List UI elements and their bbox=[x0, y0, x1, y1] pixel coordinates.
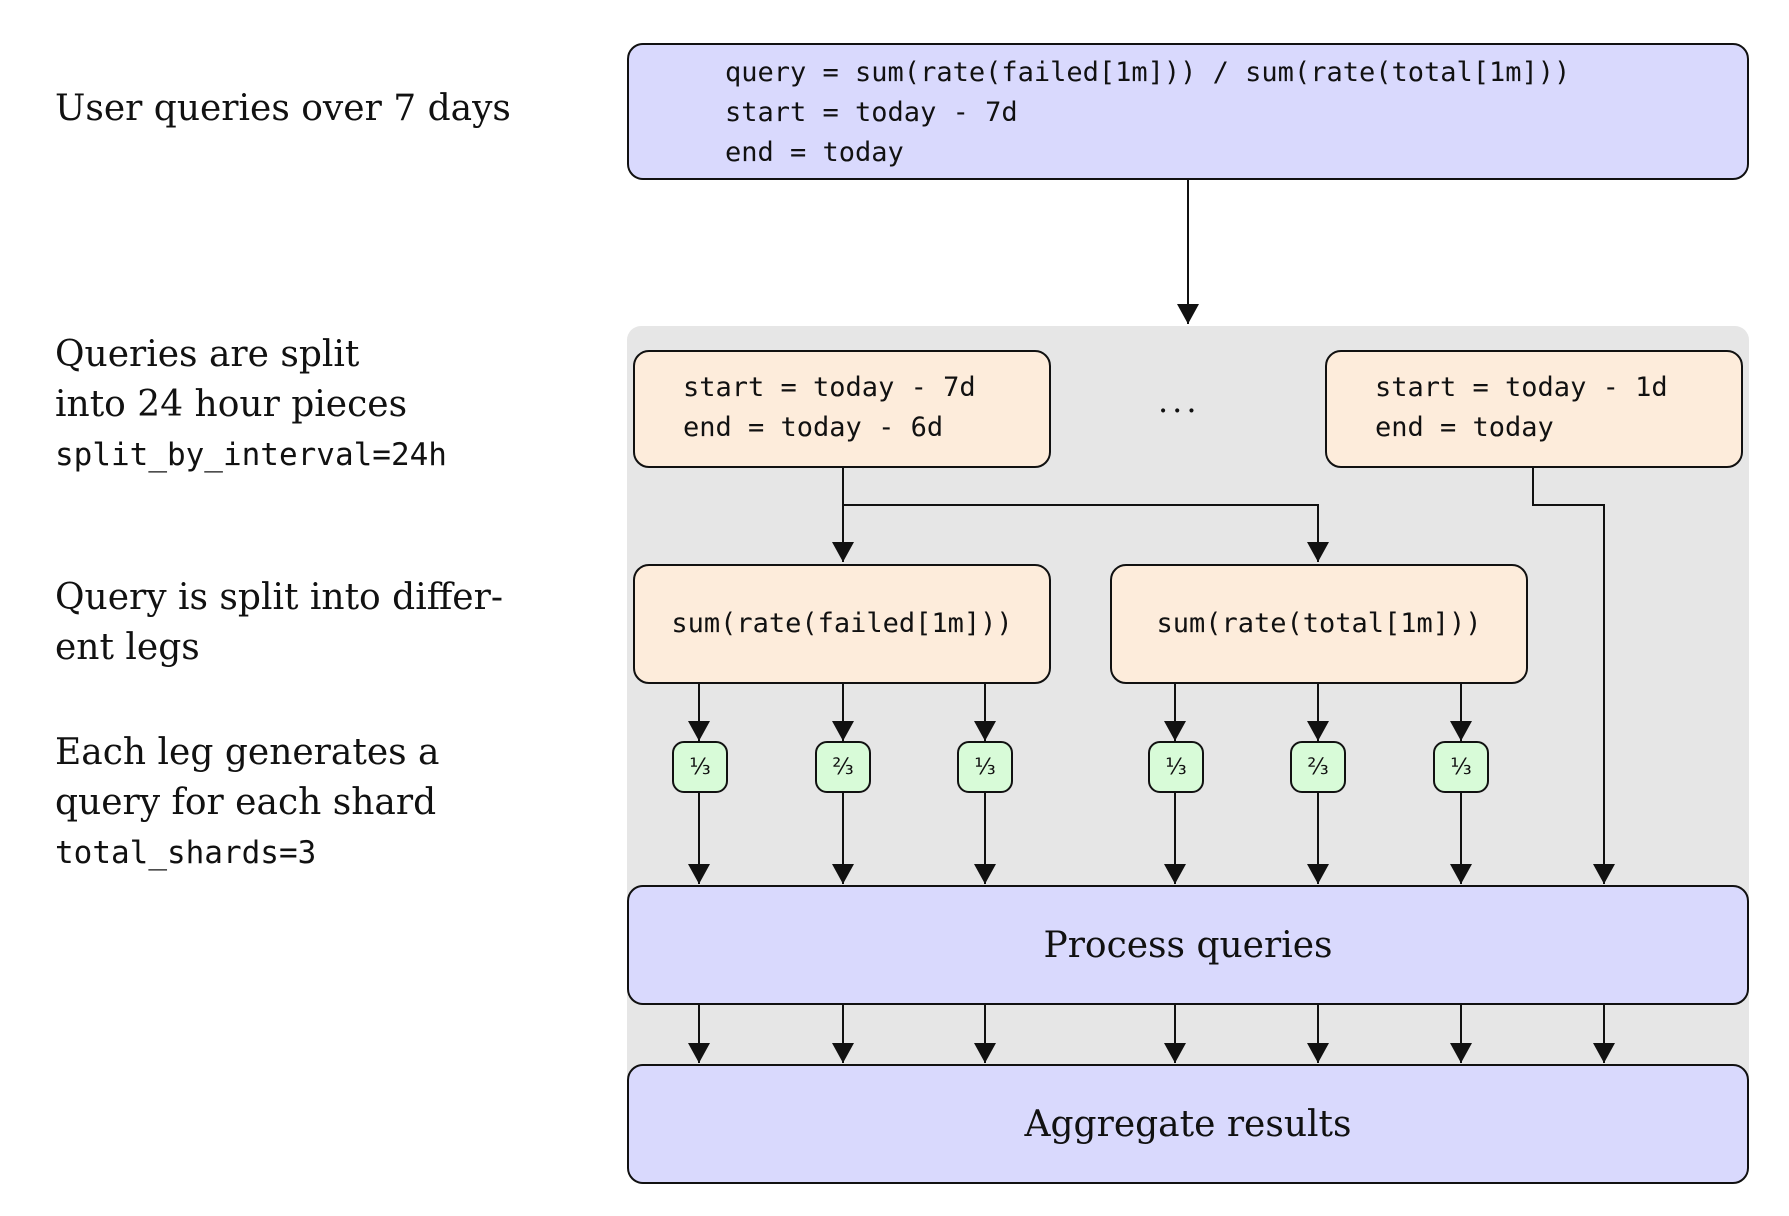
top-query-box: query = sum(rate(failed[1m])) / sum(rate… bbox=[627, 43, 1749, 180]
label-line: into 24 hour pieces bbox=[55, 384, 408, 425]
code-line: end = today bbox=[725, 137, 904, 168]
interval-ellipsis: ... bbox=[1158, 382, 1201, 420]
label-line: Query is split into differ- bbox=[55, 577, 503, 618]
shard-box: ⅓ bbox=[1148, 741, 1204, 793]
label-shards: Each leg generates a query for each shar… bbox=[55, 728, 440, 878]
leg-box-total: sum(rate(total[1m])) bbox=[1110, 564, 1528, 684]
label-line: query for each shard bbox=[55, 782, 437, 823]
label-split-legs: Query is split into differ- ent legs bbox=[55, 573, 503, 673]
label-split-interval: Queries are split into 24 hour pieces sp… bbox=[55, 330, 447, 480]
label-line: Queries are split bbox=[55, 334, 360, 375]
shard-box: ⅓ bbox=[672, 741, 728, 793]
leg-box-failed: sum(rate(failed[1m])) bbox=[633, 564, 1051, 684]
interval-box-last: start = today - 1d end = today bbox=[1325, 350, 1743, 468]
shard-fraction: ⅓ bbox=[1165, 754, 1187, 780]
arrow-first-interval-to-total-leg bbox=[843, 504, 1329, 562]
shard-fraction: ⅓ bbox=[689, 754, 711, 780]
shard-fraction: ⅔ bbox=[1307, 754, 1329, 780]
label-parameter: split_by_interval=24h bbox=[55, 437, 447, 473]
code-line: start = today - 7d bbox=[725, 97, 1018, 128]
shard-fraction: ⅔ bbox=[832, 754, 854, 780]
process-queries-box: Process queries bbox=[627, 885, 1749, 1005]
process-label: Process queries bbox=[1043, 924, 1333, 966]
label-user-queries: User queries over 7 days bbox=[55, 84, 511, 134]
label-line: Each leg generates a bbox=[55, 732, 440, 773]
code-line: query = sum(rate(failed[1m])) / sum(rate… bbox=[725, 57, 1571, 88]
leg-expression: sum(rate(failed[1m])) bbox=[671, 608, 1013, 639]
code-line: end = today - 6d bbox=[683, 412, 944, 443]
label-line: User queries over 7 days bbox=[55, 88, 511, 129]
shard-fraction: ⅓ bbox=[974, 754, 996, 780]
label-parameter: total_shards=3 bbox=[55, 835, 317, 871]
code-line: start = today - 7d bbox=[683, 372, 976, 403]
arrow-last-interval-to-process bbox=[1532, 468, 1615, 884]
interval-box-first: start = today - 7d end = today - 6d bbox=[633, 350, 1051, 468]
shard-box: ⅓ bbox=[1433, 741, 1489, 793]
shard-box: ⅔ bbox=[1290, 741, 1346, 793]
leg-expression: sum(rate(total[1m])) bbox=[1156, 608, 1482, 639]
shard-box: ⅔ bbox=[815, 741, 871, 793]
code-line: start = today - 1d bbox=[1375, 372, 1668, 403]
code-line: end = today bbox=[1375, 412, 1554, 443]
shard-fraction: ⅓ bbox=[1450, 754, 1472, 780]
shard-box: ⅓ bbox=[957, 741, 1013, 793]
label-line: ent legs bbox=[55, 627, 200, 668]
aggregate-results-box: Aggregate results bbox=[627, 1064, 1749, 1184]
aggregate-label: Aggregate results bbox=[1024, 1103, 1352, 1145]
